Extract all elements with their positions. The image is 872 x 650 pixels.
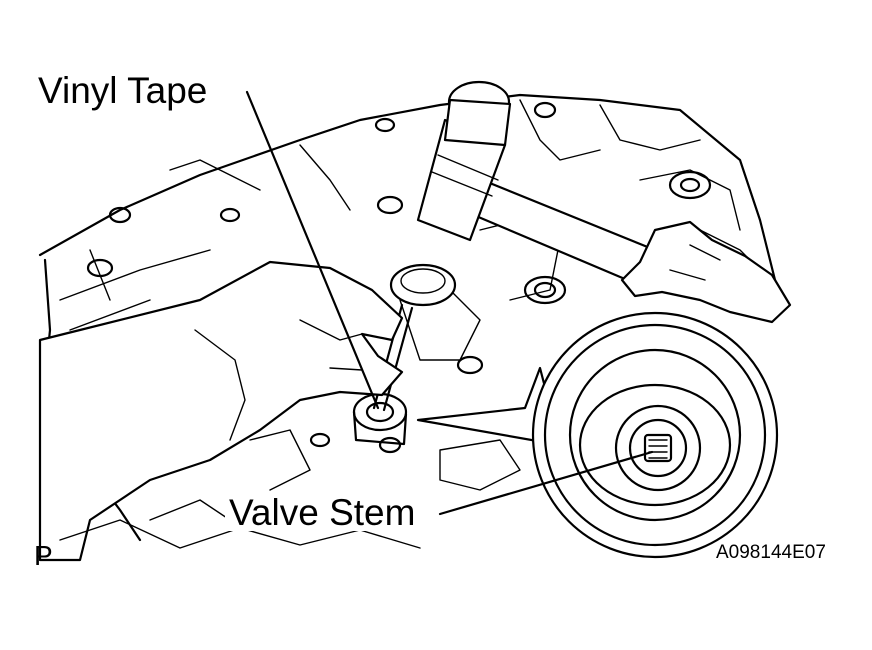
label-valve-stem: Valve Stem	[225, 494, 420, 531]
valve-stem-leader	[438, 450, 654, 516]
mallet-icon	[416, 80, 657, 284]
vinyl-tape-leader	[245, 90, 380, 410]
view-mark: P	[34, 540, 53, 571]
label-vinyl-tape: Vinyl Tape	[38, 70, 208, 111]
magnified-detail-callout	[416, 311, 779, 559]
figure-code: A098144E07	[716, 542, 826, 563]
leader-lines	[245, 90, 654, 516]
right-hand-icon	[620, 220, 792, 324]
left-hand-icon	[38, 260, 404, 562]
bolt-bosses	[86, 101, 712, 454]
valve-stem-seal-icon	[352, 392, 408, 446]
